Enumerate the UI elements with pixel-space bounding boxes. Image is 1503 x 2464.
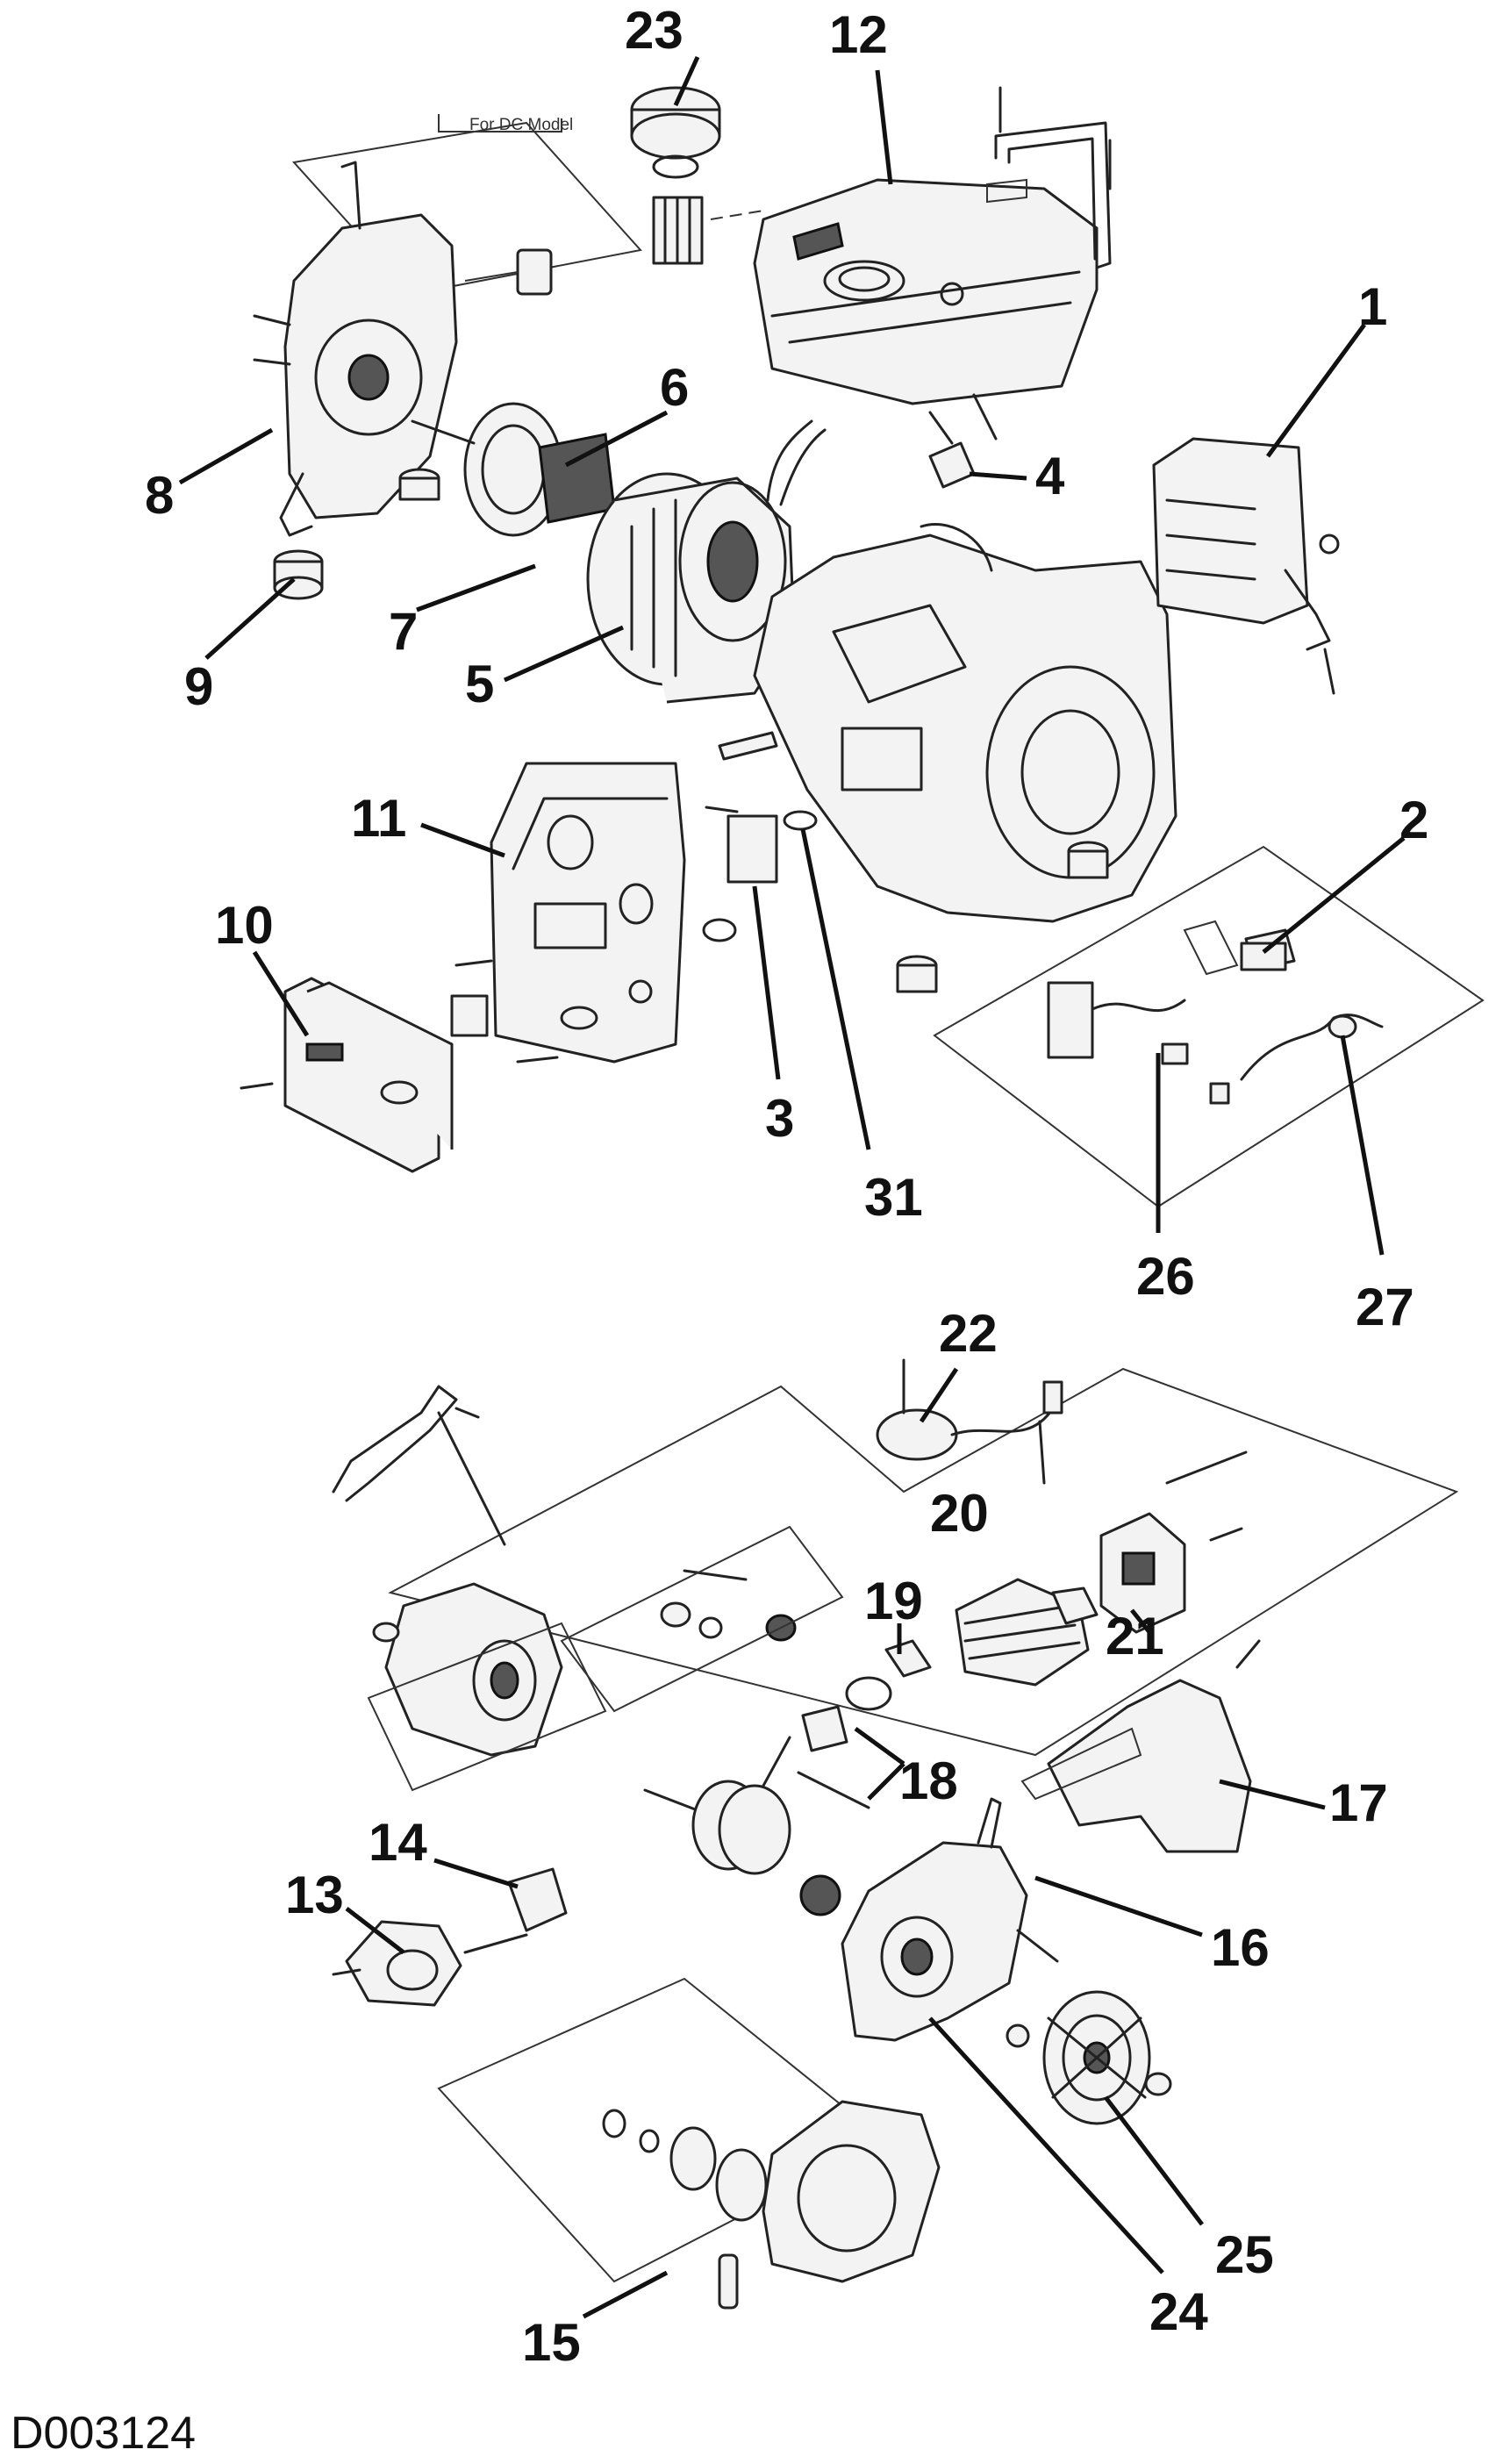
end-cover-part [253, 161, 458, 537]
upper-assembly: For DC Model [240, 86, 1485, 1208]
bracket-part [928, 393, 998, 489]
callout-12: 12 [829, 5, 888, 64]
crankcase-half-part [367, 1582, 607, 1792]
callout-17: 17 [1329, 1773, 1388, 1832]
callout-3: 3 [765, 1089, 794, 1148]
wiring-panel [933, 845, 1485, 1208]
air-cleaner-part [1099, 1450, 1248, 1634]
callout-1: 1 [1358, 277, 1387, 336]
callout-31: 31 [864, 1168, 923, 1227]
flywheel-part [1042, 1990, 1172, 2125]
control-panel-part [450, 762, 686, 1064]
callout-27: 27 [1356, 1278, 1414, 1336]
recoil-starter-part [437, 1977, 941, 2310]
fuel-tank-part [753, 178, 1099, 405]
crankcase-right-part [841, 1797, 1059, 2048]
callout-19: 19 [864, 1572, 923, 1630]
callout-24: 24 [1149, 2282, 1208, 2341]
ignition-coil-part [876, 1358, 1063, 1485]
callout-4: 4 [1035, 447, 1065, 505]
handle-part [986, 86, 1112, 269]
callout-11: 11 [351, 789, 406, 848]
lower-assembly [332, 1358, 1459, 2310]
callout-7: 7 [389, 602, 418, 661]
callout-25: 25 [1215, 2225, 1274, 2284]
callout-23: 23 [625, 1, 684, 60]
callout-18: 18 [899, 1751, 958, 1810]
callout-16: 16 [1211, 1918, 1270, 1977]
diagram-code: D003124 [11, 2408, 196, 2459]
throttle-linkage-part [332, 1385, 506, 1546]
callout-5: 5 [465, 655, 494, 713]
panel-plate-part [240, 977, 454, 1173]
callout-6: 6 [660, 358, 689, 417]
switch-part [702, 731, 818, 942]
small-connector-part [1240, 942, 1287, 971]
rubber-mount-part [273, 468, 440, 600]
engine-block-part [753, 522, 1177, 993]
callout-20: 20 [930, 1484, 989, 1543]
cylinder-part [797, 1578, 1099, 1809]
callout-22: 22 [939, 1304, 998, 1363]
bearing-parts [560, 1525, 844, 1713]
dc-model-note: For DC Model [469, 116, 573, 134]
muffler-part [1152, 437, 1340, 695]
callout-labels: 1 2 3 4 5 6 7 8 9 10 11 12 13 14 15 16 1… [145, 1, 1428, 2372]
leader-lines [178, 55, 1406, 2319]
callout-13: 13 [285, 1866, 344, 1924]
callout-2: 2 [1399, 791, 1428, 849]
crankshaft-part [643, 1736, 841, 1916]
callout-14: 14 [369, 1813, 427, 1872]
fuel-cap-part [630, 86, 764, 265]
callout-21: 21 [1106, 1607, 1164, 1665]
callout-9: 9 [184, 657, 213, 716]
callout-10: 10 [215, 896, 274, 955]
callout-8: 8 [145, 466, 174, 525]
rotor-part [411, 402, 616, 537]
callout-26: 26 [1136, 1247, 1195, 1306]
stator-part [586, 419, 827, 704]
cover-shield-part [1020, 1639, 1261, 1853]
carburetor-part [332, 1867, 568, 2007]
callout-15: 15 [522, 2313, 581, 2372]
